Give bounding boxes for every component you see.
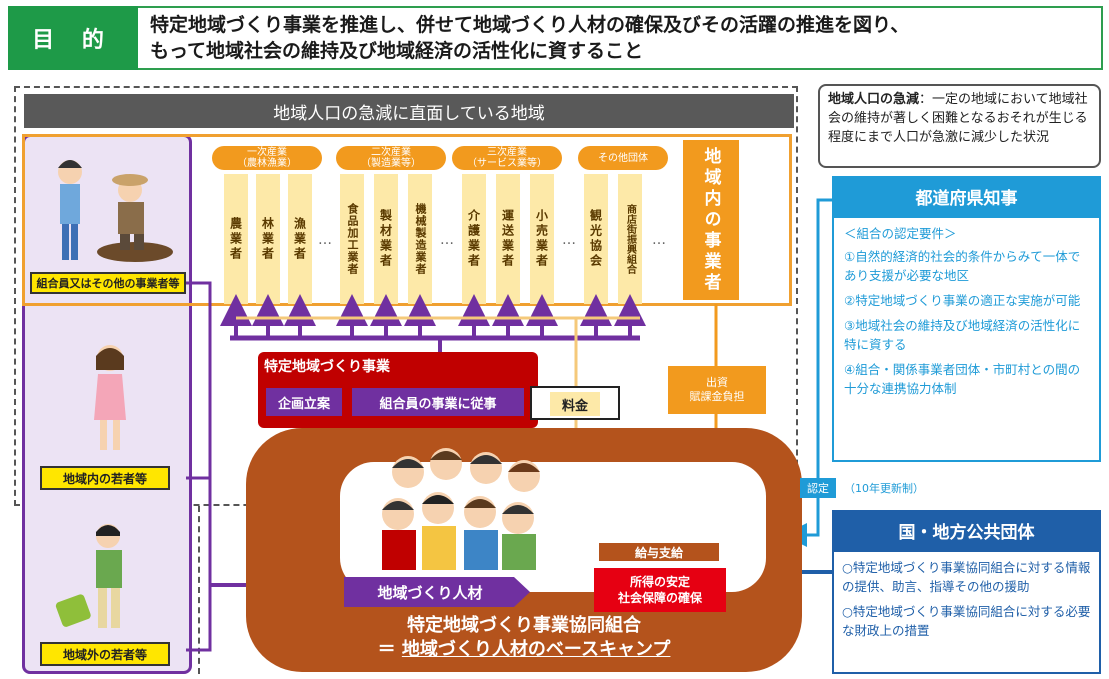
business-shopping-street: 商店街振興組合 [618,174,642,304]
business-machinery: 機械製造業者 [408,174,432,304]
business-food-processing: 食品加工業者 [340,174,364,304]
region-boundary-extension [198,506,242,674]
label-outside-youth: 地域外の若者等 [40,642,170,666]
national-support: ○特定地域づくり事業協同組合に対する情報の提供、助言、指導その他の援助 ○特定地… [832,550,1101,674]
youth-dress-icon [94,374,126,420]
business-agriculture: 農業者 [224,174,248,304]
definition-callout: 地域人口の急減：一定の地域において地域社会の維持が著しく困難となるおそれが生じる… [818,84,1101,168]
approval-badge: 認定 [800,478,836,498]
purpose-label: 目 的 [8,6,138,70]
purpose-text: 特定地域づくり事業を推進し、併せて地域づくり人材の確保及びその活躍の推進を図り、… [150,12,1095,64]
work-tag: 組合員の事業に従事 [352,388,524,416]
purpose-line-1: 特定地域づくり事業を推進し、併せて地域づくり人材の確保及びその活躍の推進を図り、 [150,14,910,36]
purpose-banner [8,6,1103,70]
local-youth-illustration [94,345,126,450]
up-arrows [220,294,646,338]
label-local-youth: 地域内の若者等 [40,466,170,490]
support-2: ○特定地域づくり事業協同組合に対する必要な財政上の措置 [842,604,1091,638]
security-box: 所得の安定社会保障の確保 [594,568,726,612]
farmers-illustration [58,160,173,262]
traveler-jacket-icon [96,550,122,588]
human-resource-label: 地域づくり人材 [377,583,483,602]
left-bracket [186,281,212,652]
renewal-note: （10年更新制） [844,482,924,495]
plan-tag: 企画立案 [266,388,342,416]
fee-tag: 料金 [550,392,600,416]
industry-head-secondary: 二次産業（製造業等） [336,146,446,170]
support-1: ○特定地域づくり事業協同組合に対する情報の提供、助言、指導その他の援助 [842,560,1091,594]
callout-text: ：一定の地域において地域社会の維持が著しく困難となるおそれが生じる程度にまで人口… [828,92,1088,145]
salary-box: 給与支給 [598,542,720,562]
project-title: 特定地域づくり事業 [264,359,390,375]
callout-term: 地域人口の急減 [828,92,920,107]
governor-title: 都道府県知事 [832,176,1101,216]
national-title: 国・地方公共団体 [832,510,1101,550]
business-lumber: 製材業者 [374,174,398,304]
req-3: ③地域社会の維持及び地域経済の活性化に特に資する [844,318,1081,352]
suitcase-icon [55,594,91,627]
approval-arrow [783,198,832,547]
business-retail: 小売業者 [530,174,554,304]
group-faces-icon [382,448,540,534]
hat-icon [112,174,148,186]
req-2: ②特定地域づくり事業の適正な実施が可能 [844,293,1081,308]
human-resource-tag-shape [344,577,530,607]
ellipsis-2: … [440,232,454,248]
purpose-line-2: もって地域社会の維持及び地域経済の活性化に資すること [150,40,644,62]
people-group-illustration [382,448,540,570]
farmer-hair-icon [58,160,82,168]
business-fishery: 漁業者 [288,174,312,304]
ellipsis-1: … [318,232,332,248]
ellipsis-4: … [652,232,666,248]
req-head: ＜組合の認定要件＞ [844,226,957,241]
union-title: 特定地域づくり事業協同組合 ＝ 地域づくり人材のベースキャンプ [377,615,671,660]
farmer-body-icon [60,184,80,224]
governor-requirements: ＜組合の認定要件＞ ①自然的経済的社会的条件からみて一体であり支援が必要な地区 … [832,216,1101,462]
ellipsis-3: … [562,232,576,248]
business-tourism: 観光協会 [584,174,608,304]
req-1: ①自然的経済的社会的条件からみて一体であり支援が必要な地区 [844,249,1081,283]
business-nursing: 介護業者 [462,174,486,304]
business-transport: 運送業者 [496,174,520,304]
invest-box: 出資賦課金負担 [668,366,766,414]
industry-head-other: その他団体 [578,146,668,170]
req-4: ④組合・関係事業者団体・市町村との間の十分な連携協力体制 [844,362,1081,396]
outside-youth-illustration [55,524,122,628]
soil-icon [97,242,173,262]
region-bar: 地域人口の急減に直面している地域 [24,94,794,128]
union-subtitle: 地域づくり人材のベースキャンプ [401,639,671,660]
industry-head-tertiary: 三次産業（サービス業等） [452,146,562,170]
label-members: 組合員又はその他の事業者等 [30,272,186,294]
business-forestry: 林業者 [256,174,280,304]
industry-head-primary: 一次産業（農林漁業） [212,146,322,170]
local-business-block: 地域内の事業者 [683,140,739,300]
